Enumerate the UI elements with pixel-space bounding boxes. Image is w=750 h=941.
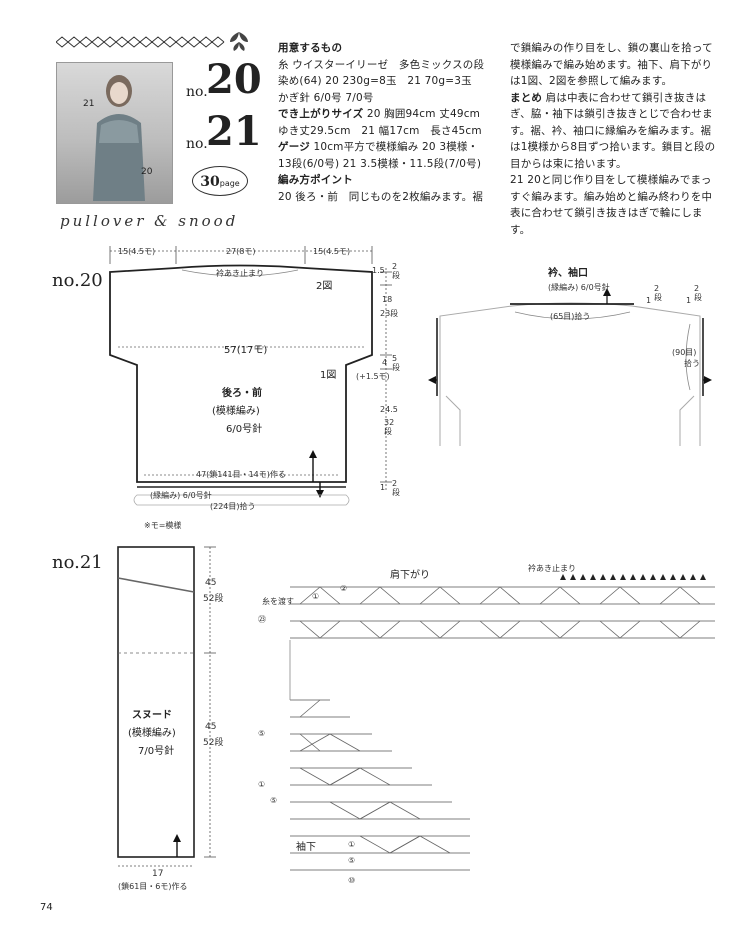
note-label: ※モ=模様 [144,521,182,530]
row-dim-2-rows: 23段 [380,309,399,318]
row-dim-1-rows: 2段 [392,262,400,280]
chart-row-label-1: ① [312,592,320,601]
chart-row-label-4: ⑤ [258,729,266,738]
row-dim-3-motif: (+1.5モ) [356,372,390,381]
materials-hook: かぎ針 6/0号 7/0号 [278,91,374,104]
instructions-para1: で鎖編みの作り目をし、鎖の裏山を拾って模様編みで編み始めます。袖下、肩下がりは1… [510,42,713,87]
collar-pick-65: (65目)拾う [550,312,591,321]
base-chain-label: 47(鎖141目・14モ)作る [196,470,286,479]
chart-sleeve-label: 袖下 [296,842,316,853]
snood-base: (鎖61目・6モ)作る [118,882,188,891]
diagram20-number: no.20 [52,270,103,291]
snood-h2-rows: 52段 [203,738,224,748]
edge-label: (縁編み) 6/0号針 [150,491,212,500]
chart-row-label-7: ① [348,840,356,849]
dim-top-left: 15(4.5モ) [118,247,156,256]
instructions-para21: 21 20と同じ作り目をして模様編みでまっすぐ編みます。編み始めと編み終わりを中… [510,174,713,236]
chart-row-label-6: ⑤ [270,796,278,805]
chart-row-label-3: ㉓ [258,615,266,624]
zigzag-border [56,36,225,48]
subtitle: pullover & snood [60,212,239,230]
neck-stop-label: 衿あき止まり [216,269,264,278]
page-ref-unit: page [219,179,240,188]
snood-h1: 45 [205,578,217,588]
page-ref-number: 30 [200,174,220,190]
model-photo: 21 20 [56,62,173,204]
part-name: 後ろ・前 [222,388,262,399]
snood-name: スヌード [132,710,172,721]
row-dim-5-rows: 2段 [392,479,400,497]
materials-title: 用意するもの [278,42,343,54]
cuff-pick-90b: 拾う [684,359,700,368]
dim-top-right: 15(4.5モ) [313,247,351,256]
row-dim-3-rows: 5段 [392,354,400,372]
diagram21-number: no.21 [52,552,103,573]
width-57-label: 57(17モ) [224,345,268,356]
gauge-title: ゲージ [278,141,310,153]
gauge-text: 10cm平方で模様編み 20 3模様・13段(6/0号) 21 3.5模様・11… [278,141,482,170]
photo-label-21: 21 [83,99,95,109]
materials-column: 用意するもの 糸 ウイスターイリーゼ 多色ミックスの段染め(64) 20 230… [278,40,490,205]
chart-shoulder-label: 肩下がり [390,570,430,581]
number-20: 20 [206,56,262,103]
leaf-icon [226,30,252,52]
row-dim-4: 24.5 [380,405,398,414]
points-text: 20 後ろ・前 同じものを2枚編みます。裾 [278,190,484,203]
part-hook: 6/0号針 [226,424,263,435]
model-figure [93,75,145,201]
snood-h2: 45 [205,722,217,732]
instructions-column: で鎖編みの作り目をし、鎖の裏山を拾って模様編みで編み始めます。袖下、肩下がりは1… [510,40,720,238]
chart-row-label-2: ② [340,584,348,593]
collar-row-a1: 1 [646,296,652,305]
no-prefix-21: no. [186,136,208,152]
page-ref-badge: 30page [192,166,248,196]
chart-row-label-8: ⑤ [348,856,356,865]
no-prefix-20: no. [186,84,208,100]
collar-row-b1: 1 [686,296,692,305]
pick-224-label: (224目)拾う [210,502,256,511]
photo-label-20: 20 [141,167,153,177]
snood-h1-rows: 52段 [203,594,224,604]
row-dim-2: 18 [382,295,393,304]
page-number: 74 [40,902,53,913]
snood-width: 17 [152,869,164,879]
dim-top-mid: 27(8モ) [226,247,256,256]
chart-yarn-pass-label: 糸を渡す [262,597,294,606]
row-dim-3: 4 [382,358,388,367]
size-title: でき上がりサイズ [278,108,364,120]
chart-row-label-9: ⑩ [348,876,356,885]
part-pattern: (模様編み) [212,406,260,417]
fig1-label: 1図 [320,370,337,381]
header-banner [56,36,226,48]
chart-row-label-5: ① [258,780,266,789]
matome-text: 肩は中表に合わせて鎖引き抜きはぎ、脇・袖下は鎖引き抜きとじで合わせます。裾、衿、… [510,91,716,170]
collar-title: 衿、袖口 [548,268,588,279]
snood-pattern: (模様編み) [128,728,176,739]
snood-hook: 7/0号針 [138,746,175,757]
materials-yarn: 糸 ウイスターイリーゼ 多色ミックスの段染め(64) 20 230g=8玉 21… [278,58,485,88]
fig2-label: 2図 [316,281,333,292]
collar-row-a: 2段 [654,284,662,302]
collar-row-b: 2段 [694,284,702,302]
cuff-pick-90: (90目) [672,348,697,357]
row-dim-5: 1 [380,483,386,492]
matome-title: まとめ [510,91,543,104]
size-text: 20 胸囲94cm 丈49cm ゆき丈29.5cm 21 幅17cm 長さ45c… [278,108,482,137]
row-dim-1: 1.5 [372,266,385,275]
number-21: 21 [206,108,262,155]
collar-sub: (縁編み) 6/0号針 [548,283,610,292]
chart-neck-stop-label: 衿あき止まり [528,564,576,573]
row-dim-4-rows: 32段 [384,418,395,436]
points-title: 編み方ポイント [278,174,353,186]
